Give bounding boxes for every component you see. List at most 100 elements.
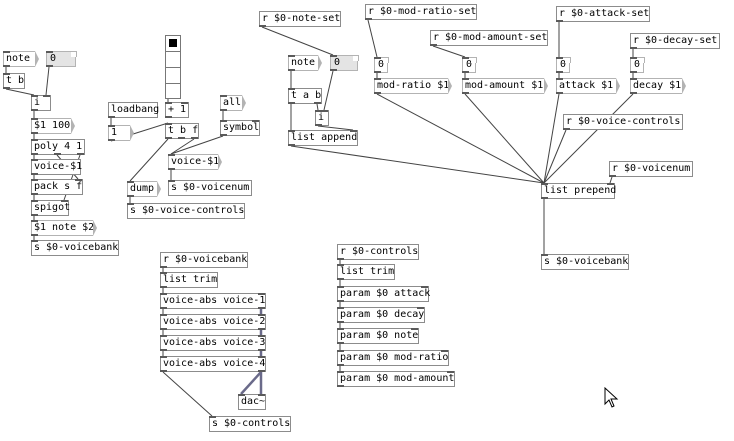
vertical-radio[interactable] [165,35,181,99]
outlet-port[interactable] [191,137,198,139]
outlet-port[interactable] [31,173,38,175]
pd-obj-rvoicecontrols[interactable]: r $0-voice-controls [563,114,683,130]
pd-obj-va1[interactable]: voice-abs voice-1 [160,293,266,309]
message-cord-30[interactable] [376,93,545,184]
pd-msg-msg100[interactable]: $1 100 [31,118,75,134]
outlet-port[interactable] [160,349,167,351]
pd-obj-listtrim1[interactable]: list trim [160,272,218,288]
outlet-port[interactable] [330,69,337,71]
pd-obj-svoicecontrols[interactable]: s $0-voice-controls [127,203,245,219]
inlet-port[interactable] [31,179,38,181]
outlet-port[interactable] [337,258,344,260]
outlet-port[interactable] [31,214,38,216]
pd-obj-pdecay[interactable]: param $0 decay [337,307,425,323]
outlet-port[interactable] [46,65,53,67]
inlet-port[interactable] [31,200,38,202]
outlet-port[interactable] [77,153,84,155]
outlet-port[interactable] [178,137,185,139]
inlet-port[interactable] [127,181,134,183]
inlet-port[interactable] [165,123,172,125]
outlet-port[interactable] [288,144,295,146]
inlet-port[interactable] [127,203,134,205]
inlet-port[interactable] [258,356,265,358]
pd-obj-svoicenum[interactable]: s $0-voicenum [168,180,252,196]
inlet-port[interactable] [337,350,344,352]
inlet-port[interactable] [337,307,344,309]
message-cord-23[interactable] [323,70,334,111]
pd-msg-modratio[interactable]: mod-ratio $1 [374,78,452,94]
outlet-port[interactable] [31,193,38,195]
message-cord-36[interactable] [543,93,560,184]
message-cord-15[interactable] [129,138,169,182]
outlet-port[interactable] [160,266,167,268]
outlet-port[interactable] [337,300,344,302]
outlet-port[interactable] [374,92,381,94]
inlet-port[interactable] [258,293,265,295]
inlet-port[interactable] [252,120,259,122]
inlet-port[interactable] [374,57,381,59]
inlet-port[interactable] [288,130,295,132]
outlet-port[interactable] [31,234,38,236]
pd-num-num3[interactable]: 0 [374,57,388,73]
outlet-port[interactable] [258,307,265,309]
message-cord-40[interactable] [543,129,567,184]
inlet-port[interactable] [160,314,167,316]
inlet-port[interactable] [220,95,227,97]
outlet-port[interactable] [258,349,265,351]
inlet-port[interactable] [417,307,424,309]
inlet-port[interactable] [411,328,418,330]
outlet-port[interactable] [160,370,167,372]
pd-msg-all[interactable]: all [220,95,246,111]
inlet-port[interactable] [31,159,38,161]
inlet-port[interactable] [421,286,428,288]
inlet-port[interactable] [160,272,167,274]
inlet-port[interactable] [630,57,637,59]
outlet-port[interactable] [220,109,227,111]
pd-obj-pmodamount[interactable]: param $0 mod-amount [337,371,455,387]
pd-obj-rvoicebank[interactable]: r $0-voicebank [160,252,248,268]
outlet-port[interactable] [220,134,227,136]
pd-num-num5[interactable]: 0 [556,57,570,73]
inlet-port[interactable] [165,102,172,104]
outlet-port[interactable] [160,286,167,288]
pd-obj-pmodratio[interactable]: param $0 mod-ratio [337,350,449,366]
outlet-port[interactable] [160,307,167,309]
outlet-port[interactable] [556,20,563,22]
outlet-port[interactable] [630,92,637,94]
pd-obj-listappend[interactable]: list append [288,130,358,146]
pd-obj-svoicebank1[interactable]: s $0-voicebank [31,240,119,256]
pd-obj-tab[interactable]: t a b [288,88,322,104]
outlet-port[interactable] [365,18,372,20]
outlet-port[interactable] [315,124,322,126]
message-cord-2[interactable] [5,88,35,96]
outlet-port[interactable] [31,153,38,155]
inlet-port[interactable] [337,286,344,288]
inlet-port[interactable] [337,264,344,266]
pd-obj-scontrols[interactable]: s $0-controls [209,416,291,432]
pd-msg-one[interactable]: 1 [108,125,134,141]
inlet-port[interactable] [441,350,448,352]
pd-obj-i1[interactable]: i [31,95,51,111]
pd-obj-tb1[interactable]: t b [3,73,25,89]
pd-obj-rmodamountset[interactable]: r $0-mod-amount-set [430,30,548,46]
pd-obj-poly[interactable]: poly 4 1 [31,139,85,155]
pd-obj-listtrim2[interactable]: list trim [337,264,395,280]
inlet-port[interactable] [31,240,38,242]
outlet-port[interactable] [258,328,265,330]
inlet-port[interactable] [31,118,38,120]
pd-obj-rdecayset[interactable]: r $0-decay-set [630,33,720,49]
pd-obj-loadbang[interactable]: loadbang [108,102,159,118]
pd-msg-dump[interactable]: dump [127,181,161,197]
outlet-port[interactable] [3,65,10,67]
inlet-port[interactable] [43,95,50,97]
inlet-port[interactable] [288,88,295,90]
inlet-port[interactable] [315,110,322,112]
inlet-port[interactable] [3,73,10,75]
outlet-port[interactable] [160,328,167,330]
outlet-port[interactable] [462,71,469,73]
pd-msg-attack[interactable]: attack $1 [556,78,620,94]
pd-msg-voice2[interactable]: voice-$1 [168,154,222,170]
pd-obj-rcontrols[interactable]: r $0-controls [337,244,419,260]
inlet-port[interactable] [541,254,548,256]
